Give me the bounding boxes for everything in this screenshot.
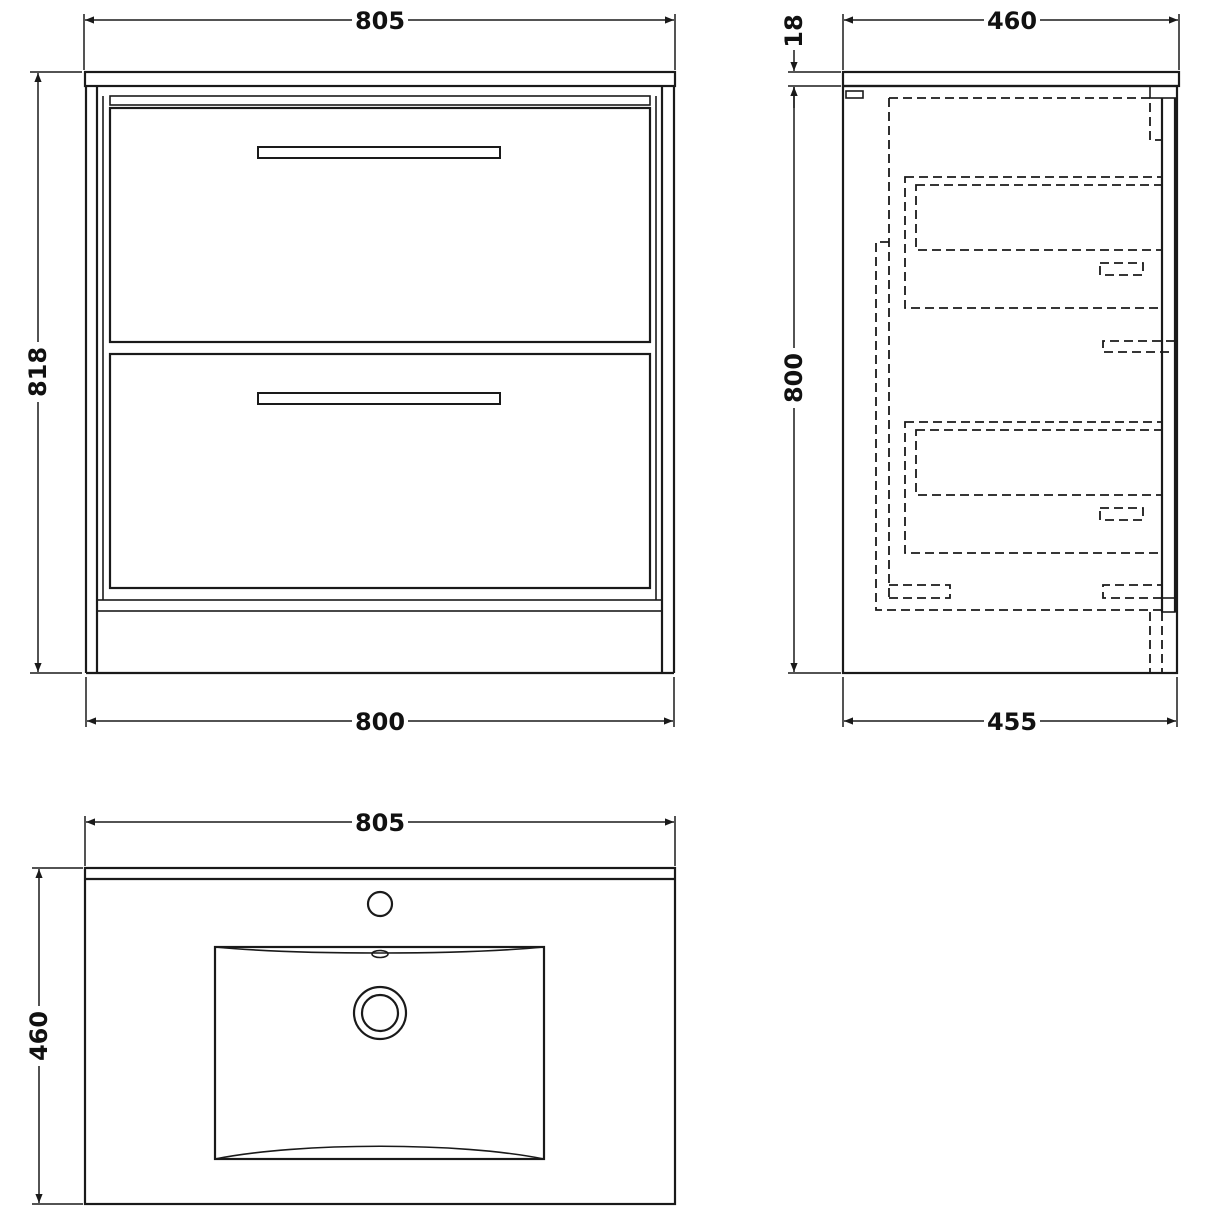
hidden-lower-runner-clip [1099,507,1144,521]
hidden-base-bracket-front [889,584,951,599]
side-back-top-block [1149,85,1178,99]
overflow-slot [371,949,389,959]
dim-front-top-width: 805 [83,7,676,70]
dim-label-front-bottom-width: 800 [355,708,405,736]
side-worktop [841,70,1181,88]
plan-outline [83,866,677,1206]
hidden-upper-drawer-box [904,176,1163,309]
side-back-foot-block [1161,597,1176,613]
side-elevation [841,70,1181,675]
dim-front-height: 818 [24,71,82,674]
hidden-lower-drawer-box [904,421,1163,554]
dim-label-side-bottom-width: 455 [987,708,1037,736]
tap-hole [366,890,394,918]
dim-side-top-width: 460 [842,7,1180,70]
hidden-base-bracket-back [1102,584,1162,599]
basin-outline [213,945,546,1161]
dim-side-top-thickness: 18 [780,14,841,108]
upper-drawer-handle [257,146,501,159]
dim-label-plan-width: 805 [355,809,405,837]
hidden-upper-runner-clip [1099,262,1144,276]
basin-back-curve [214,946,545,954]
upper-drawer-front [108,106,652,344]
basin-front-curve [214,1145,545,1160]
front-worktop [83,70,677,88]
hidden-top-rail [889,97,1162,141]
hidden-mid-bracket [1102,340,1175,353]
dim-label-side-height: 800 [780,353,808,403]
hidden-upper-drawer-inner [915,184,1163,251]
hidden-lower-drawer-inner [915,429,1163,496]
plan-view [83,866,677,1206]
front-plinth-rail [96,599,663,612]
dim-label-front-height: 818 [24,347,52,397]
front-top-rail [109,95,651,106]
dim-front-bottom-width: 800 [85,677,675,736]
dim-plan-depth: 460 [25,867,83,1205]
front-elevation [83,70,677,675]
dim-label-plan-depth: 460 [25,1011,53,1061]
dim-side-height: 800 [780,87,841,674]
dim-label-side-top-thickness: 18 [780,14,808,47]
dim-plan-width: 805 [84,809,676,866]
lower-drawer-handle [257,392,501,405]
side-fixing-detail [845,90,864,99]
dim-side-bottom-width: 455 [842,677,1178,736]
side-carcass [841,84,1179,675]
hidden-runner-profile [875,241,1162,611]
dim-label-side-top-width: 460 [987,7,1037,35]
waste-inner-ring [360,993,400,1033]
lower-drawer-front [108,352,652,590]
dim-label-front-top-width: 805 [355,7,405,35]
waste-outer-ring [352,985,408,1041]
